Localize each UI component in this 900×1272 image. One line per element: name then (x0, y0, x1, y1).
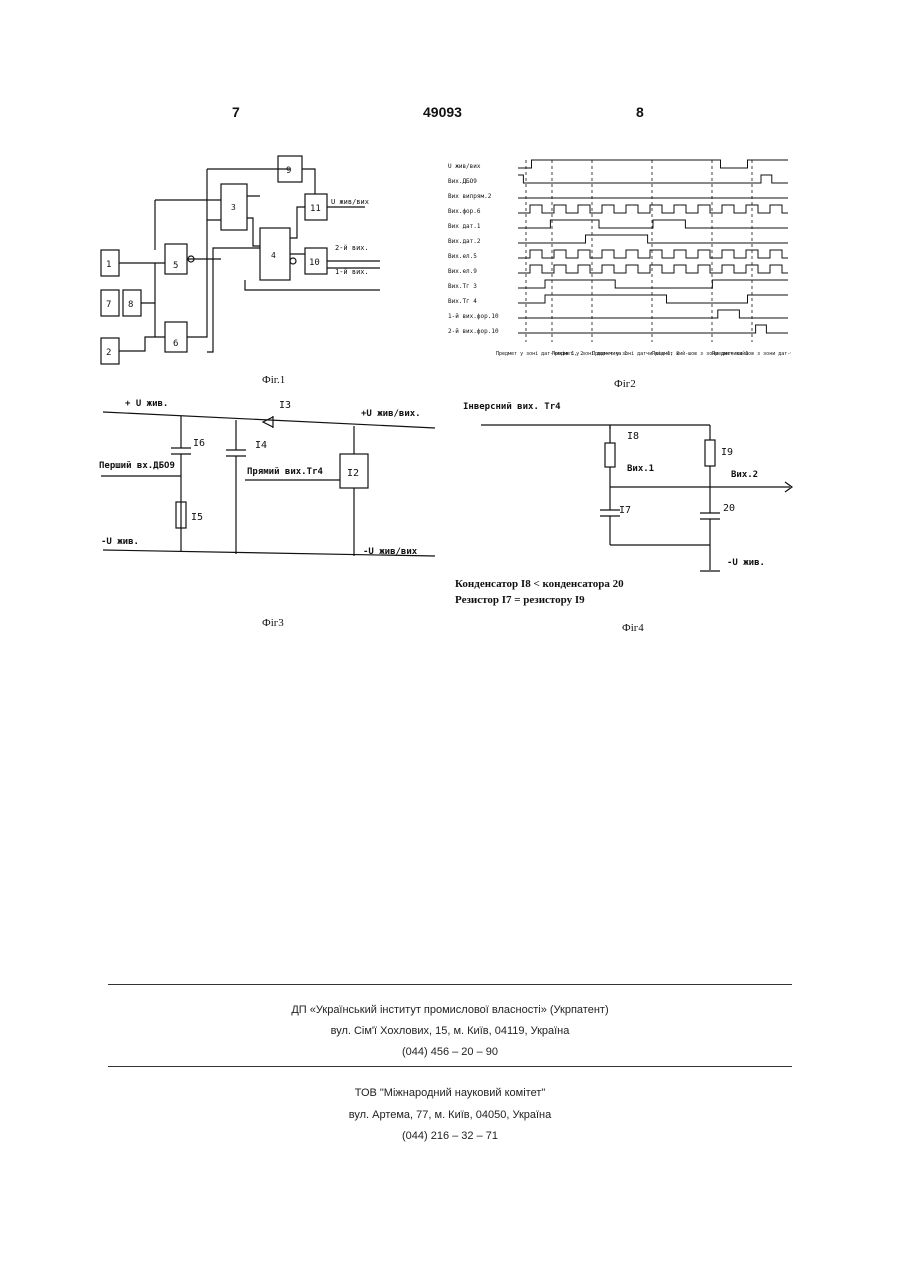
fig4-out2: Вих.2 (731, 470, 758, 480)
footer-divider-top (108, 984, 792, 985)
fig2-signal-label: 1-й вих.фор.10 (448, 313, 499, 320)
right-page-number: 8 (636, 104, 644, 120)
fig3-part-I4: I4 (255, 440, 267, 451)
fig1-label-8: 8 (128, 300, 133, 310)
fig1-out-top: U жив/вих (331, 198, 369, 206)
fig2-signal-label: Вих.Тг 3 (448, 283, 477, 290)
fig2-signal-label: 2-й вих.фор.10 (448, 328, 499, 335)
fig2-caption: Фіг2 (614, 378, 636, 390)
fig1-label-1: 1 (106, 260, 111, 270)
fig2-timing-diagram: U жив/вихВих.ДБО9Вих випрям.2Вих.фор.6Ви… (446, 150, 791, 375)
fig2-signal-label: Вих.ел.9 (448, 268, 477, 275)
fig3-direct-in: Прямий вих.Tr4 (247, 467, 323, 477)
fig4-circuit: Інверсний вих. Tr4 Вих.1 Вих.2 -U жив. I… (455, 395, 800, 580)
fig1-label-11: 11 (310, 204, 321, 214)
fig4-inverse-out: Інверсний вих. Tr4 (463, 402, 561, 412)
fig2-zone-label: Предмет вийшов з зони дат-чиків 1,2 (712, 351, 791, 357)
footer-org1-address: вул. Сім'ї Хохлових, 15, м. Київ, 04119,… (0, 1025, 900, 1037)
fig2-signal-label: Вих випрям.2 (448, 193, 492, 200)
fig2-waveform (518, 175, 788, 183)
fig3-part-I2: I2 (347, 468, 359, 479)
fig3-plus-supply: + U жив. (125, 399, 168, 409)
fig3-circuit: + U жив. +U жив/вих. Перший вх.ДБО9 Прям… (95, 392, 440, 567)
fig2-signal-label: Вих.дат.2 (448, 238, 481, 245)
fig1-out-1: 1-й вих. (335, 268, 369, 276)
patent-number: 49093 (423, 104, 462, 120)
fig4-part-I7: I7 (619, 505, 631, 516)
fig2-signal-label: Вих.ел.5 (448, 253, 477, 260)
fig2-waveform (518, 250, 788, 258)
fig2-signal-label: Вих.Тг 4 (448, 298, 477, 305)
fig1-label-10: 10 (309, 258, 320, 268)
fig2-waveform (518, 280, 788, 288)
fig1-label-9: 9 (286, 166, 291, 176)
fig3-caption: Фіг3 (262, 617, 284, 629)
fig1-diagram: 1 7 8 2 5 6 9 10 11 3 4 U жив/вих 2-й ви… (95, 150, 395, 385)
fig4-part-I8: I8 (627, 431, 639, 442)
fig2-waveform (518, 235, 788, 243)
fig4-caption: Фіг4 (622, 622, 644, 634)
footer-org2-name: ТОВ "Міжнародний науковий комітет" (0, 1087, 900, 1099)
fig3-inverse-in: Перший вх.ДБО9 (99, 461, 175, 471)
left-page-number: 7 (232, 104, 240, 120)
fig2-waveform (518, 220, 788, 228)
fig3-minus-out: -U жив/вих (363, 547, 418, 557)
fig2-waveform (518, 160, 788, 168)
fig4-part-20: 20 (723, 503, 735, 514)
fig4-note-1: Конденсатор I8 < конденсатора 20 (455, 578, 624, 590)
fig3-part-I5: I5 (191, 512, 203, 523)
fig4-out1: Вих.1 (627, 464, 654, 474)
fig3-plus-out: +U жив/вих. (361, 409, 421, 419)
fig1-label-3: 3 (231, 203, 236, 212)
fig1-label-5: 5 (173, 261, 178, 271)
fig2-signal-label: Вих дат.1 (448, 223, 481, 230)
fig2-waveform (518, 205, 788, 213)
fig2-signal-label: U жив/вих (448, 163, 481, 170)
fig1-label-6: 6 (173, 339, 178, 349)
fig4-note-2: Резистор I7 = резистору I9 (455, 594, 585, 606)
footer-org1-name: ДП «Український інститут промислової вла… (0, 1004, 900, 1016)
fig2-waveform (518, 325, 788, 333)
footer-org1-phone: (044) 456 – 20 – 90 (0, 1046, 900, 1058)
fig1-label-2: 2 (106, 348, 111, 358)
fig3-minus-supply: -U жив. (101, 537, 139, 547)
footer-divider-middle (108, 1066, 792, 1067)
fig3-part-I6: I6 (193, 438, 205, 449)
footer-org2-address: вул. Артема, 77, м. Київ, 04050, Україна (0, 1109, 900, 1121)
fig2-signal-label: Вих.фор.6 (448, 208, 481, 215)
footer-org2-phone: (044) 216 – 32 – 71 (0, 1130, 900, 1142)
fig1-caption: Фіг.1 (262, 374, 285, 386)
fig3-part-I3: I3 (279, 400, 291, 411)
fig1-label-4: 4 (271, 251, 276, 260)
fig4-minus-supply: -U жив. (727, 558, 765, 568)
fig2-waveform (518, 265, 788, 273)
fig4-part-I9: I9 (721, 447, 733, 458)
fig1-label-7: 7 (106, 300, 111, 310)
fig2-waveform (518, 295, 788, 303)
fig1-out-2: 2-й вих. (335, 244, 369, 252)
fig2-signal-label: Вих.ДБО9 (448, 178, 477, 185)
fig2-waveform (518, 310, 788, 318)
